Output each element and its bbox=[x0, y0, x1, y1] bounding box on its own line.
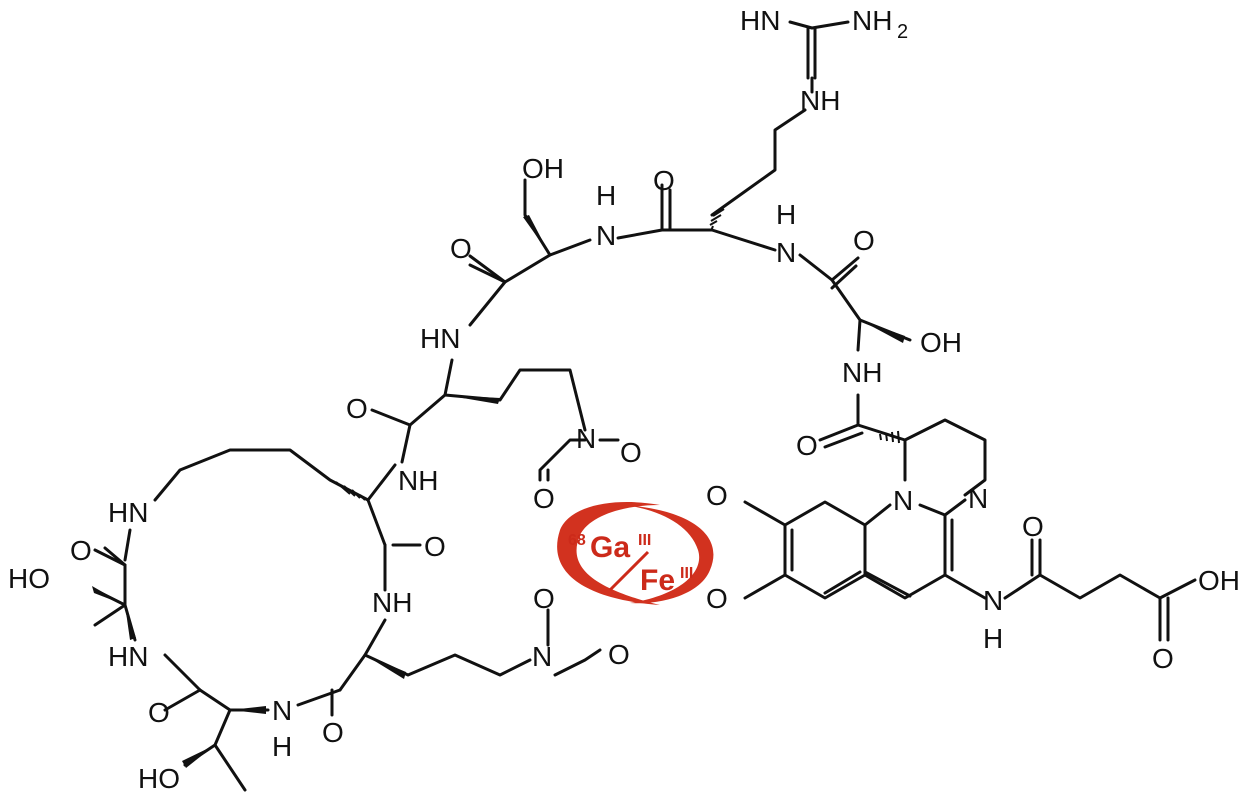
wedge-thr1 bbox=[125, 605, 136, 640]
wedge-ser2 bbox=[860, 320, 905, 343]
atom-cat-o2: O bbox=[706, 583, 728, 614]
metal-chelation-label: 68 Ga III Fe III bbox=[557, 502, 714, 605]
atom-ring-nh-n: N bbox=[272, 695, 292, 726]
fe-symbol: Fe bbox=[640, 564, 675, 597]
fe-oxidation-state: III bbox=[680, 565, 693, 582]
atom-ornb-n: N bbox=[532, 641, 552, 672]
atom-ser2-nh: NH bbox=[842, 357, 882, 388]
atom-ring-o4: O bbox=[424, 531, 446, 562]
atom-cat-o1: O bbox=[706, 480, 728, 511]
atom-guan-nh: NH bbox=[800, 85, 840, 116]
bond-lines bbox=[93, 20, 1197, 792]
atom-arg-o: O bbox=[653, 165, 675, 196]
wedge-thr2 bbox=[230, 706, 266, 714]
atom-ring-ho2: HO bbox=[138, 763, 180, 794]
atom-ornb-o: O bbox=[533, 583, 555, 614]
atom-succ-nh-h: H bbox=[983, 623, 1003, 654]
atom-orna-n: N bbox=[576, 423, 596, 454]
atom-ring-o2: O bbox=[148, 697, 170, 728]
atom-arg-nh-h: H bbox=[776, 199, 796, 230]
metal-divider bbox=[608, 550, 650, 592]
atom-ser2-o: O bbox=[853, 225, 875, 256]
atom-guan-nh2-subscript: 2 bbox=[897, 21, 908, 43]
atom-orna-o: O bbox=[450, 233, 472, 264]
atom-labels: HN NH 2 NH OH H N O H N O OH NH O HN N O… bbox=[8, 5, 1240, 794]
atom-ser2-oh: OH bbox=[920, 327, 962, 358]
wedge-thr1-oh bbox=[92, 586, 125, 605]
atom-ring-hn: HN bbox=[108, 497, 148, 528]
ga-oxidation-state: III bbox=[638, 532, 651, 549]
wedge-ornA bbox=[445, 395, 500, 404]
atom-orna-hn: HN bbox=[420, 323, 460, 354]
atom-guan-nh2: NH bbox=[852, 5, 892, 36]
atom-ser1-nh-h: H bbox=[596, 180, 616, 211]
metal-arc-right bbox=[625, 505, 714, 604]
hash-pyr bbox=[879, 430, 900, 444]
atom-ser1-nh-n: N bbox=[596, 220, 616, 251]
atom-acid-oh: OH bbox=[1198, 565, 1240, 596]
atom-succ-nh-n: N bbox=[983, 585, 1003, 616]
wedge-thr2-oh bbox=[182, 745, 215, 768]
atom-ring-o3: O bbox=[322, 717, 344, 748]
ga-symbol: Ga bbox=[590, 531, 630, 564]
atom-ornb-cho-o: O bbox=[608, 639, 630, 670]
metal-arc-left bbox=[557, 502, 660, 605]
atom-amidea-nh: NH bbox=[398, 465, 438, 496]
hash-arg bbox=[709, 208, 725, 232]
wedge-ornB bbox=[365, 655, 406, 679]
atom-orna-cho-o: O bbox=[533, 483, 555, 514]
ga-mass-number: 68 bbox=[568, 532, 586, 549]
atom-acid-o: O bbox=[1152, 643, 1174, 674]
atom-amidea-o: O bbox=[346, 393, 368, 424]
atom-ring-nh-h: H bbox=[272, 731, 292, 762]
atom-pyr-n2: N bbox=[968, 483, 988, 514]
stereo-bonds bbox=[92, 208, 905, 768]
atom-pyr-n1: N bbox=[893, 485, 913, 516]
atom-guan-hn: HN bbox=[740, 5, 780, 36]
wedge-ser1 bbox=[523, 215, 550, 255]
atom-ring-ho1: HO bbox=[8, 563, 50, 594]
atom-pyr-o: O bbox=[796, 430, 818, 461]
hash-ring bbox=[335, 481, 366, 501]
atom-arg-nh-n: N bbox=[776, 237, 796, 268]
atom-ser1-oh: OH bbox=[522, 153, 564, 184]
atom-orna-o-oxyl: O bbox=[620, 437, 642, 468]
atom-ring-nh3: NH bbox=[372, 587, 412, 618]
atom-succ-o: O bbox=[1022, 511, 1044, 542]
atom-ring-o1: O bbox=[70, 535, 92, 566]
atom-ring-hn2: HN bbox=[108, 641, 148, 672]
